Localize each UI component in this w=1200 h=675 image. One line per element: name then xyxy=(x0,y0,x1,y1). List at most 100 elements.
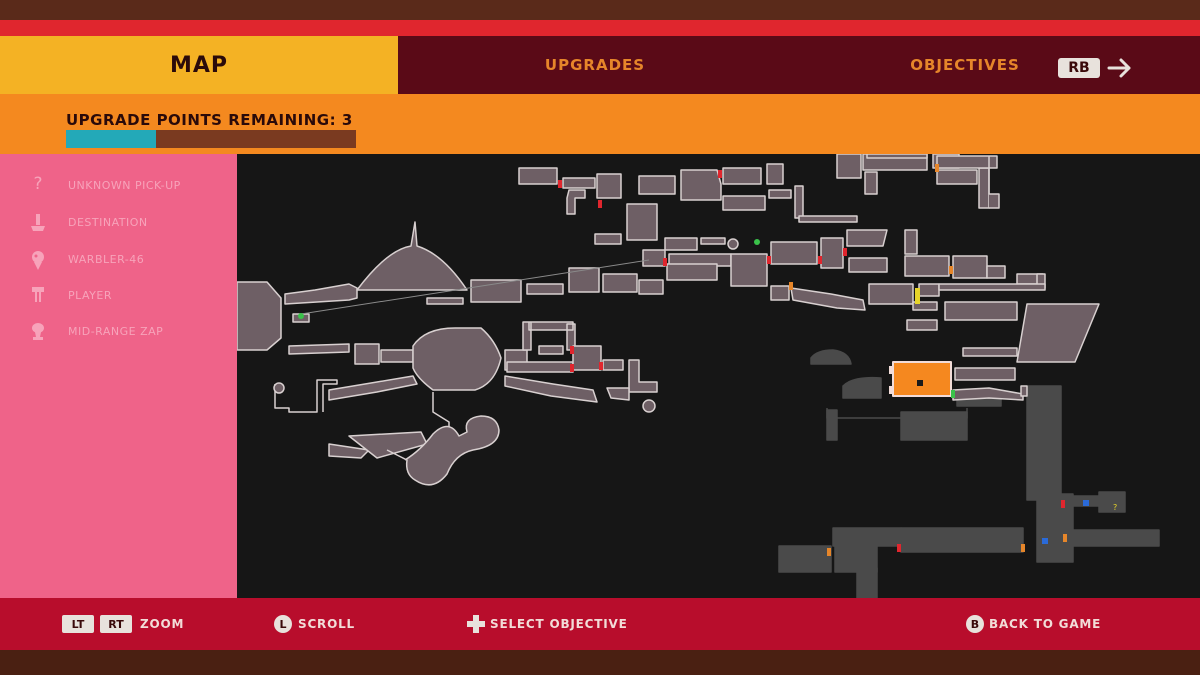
door-marker xyxy=(827,548,831,556)
b-button[interactable]: B xyxy=(966,615,984,633)
door-marker xyxy=(818,256,822,264)
bottom-hint-bar: LT RT ZOOM L SCROLL SELECT OBJECTIVE B B… xyxy=(0,598,1200,650)
door-marker xyxy=(789,282,793,290)
map-room xyxy=(666,263,718,281)
map-corridor xyxy=(504,375,598,403)
legend-item-unknown-pickup: ? UNKNOWN PICK-UP xyxy=(0,174,237,198)
door-markers xyxy=(558,164,1067,556)
map-room xyxy=(770,285,790,301)
map-room xyxy=(846,229,888,247)
tab-map[interactable]: MAP xyxy=(0,36,398,94)
map-room xyxy=(904,255,950,277)
map-room xyxy=(962,347,1018,357)
map-corridor xyxy=(328,375,418,401)
map-room xyxy=(770,241,818,265)
lt-button[interactable]: LT xyxy=(62,615,94,633)
map-room xyxy=(412,327,502,391)
map-room xyxy=(944,301,1018,321)
map-room xyxy=(1016,303,1100,363)
map-room xyxy=(842,376,882,399)
map-room xyxy=(826,409,838,441)
map-room xyxy=(722,195,766,211)
back-to-game-hint[interactable]: BACK TO GAME xyxy=(989,617,1102,631)
zoom-hint: ZOOM xyxy=(140,617,185,631)
door-marker xyxy=(889,386,893,394)
map-room xyxy=(1036,493,1074,563)
map-room xyxy=(730,253,768,287)
map-room xyxy=(936,155,998,169)
map-room xyxy=(918,283,940,297)
warbler-map-icon[interactable] xyxy=(754,239,760,245)
zap-icon xyxy=(32,323,44,340)
tab-bar: MAP UPGRADES OBJECTIVES RB xyxy=(0,36,1200,94)
tab-upgrades[interactable]: UPGRADES xyxy=(544,56,646,74)
map-room xyxy=(836,154,862,179)
map-room xyxy=(1020,385,1028,397)
map-corridor xyxy=(274,379,338,413)
map-room xyxy=(727,238,739,250)
map-room xyxy=(936,169,978,185)
map-room xyxy=(602,359,624,371)
warbler-map-icon[interactable] xyxy=(298,313,304,319)
map-room xyxy=(768,189,792,199)
map-viewport[interactable]: ? xyxy=(237,154,1200,598)
map-room xyxy=(426,297,464,305)
rb-button[interactable]: RB xyxy=(1058,58,1100,78)
legend-label: PLAYER xyxy=(68,289,112,302)
map-room xyxy=(954,367,1016,381)
door-marker xyxy=(570,364,574,372)
select-objective-hint[interactable]: SELECT OBJECTIVE xyxy=(490,617,628,631)
map-room xyxy=(848,257,888,273)
map-room xyxy=(798,215,858,223)
door-marker xyxy=(1061,500,1065,508)
map-room xyxy=(906,319,938,331)
player-map-icon[interactable] xyxy=(917,380,923,386)
map-room xyxy=(538,345,564,355)
map-room xyxy=(356,221,468,291)
map-room xyxy=(566,189,586,215)
top-strip xyxy=(0,0,1200,20)
door-marker xyxy=(1021,544,1025,552)
map-room xyxy=(778,545,832,573)
map-room xyxy=(568,267,600,293)
question-map-icon[interactable]: ? xyxy=(1113,503,1117,512)
door-marker xyxy=(951,390,955,398)
map-room xyxy=(664,237,698,251)
l-stick-button[interactable]: L xyxy=(274,615,292,633)
map-room xyxy=(978,167,990,209)
map-room xyxy=(904,229,918,255)
door-marker xyxy=(1063,534,1067,542)
legend-item-player: PLAYER xyxy=(0,284,237,308)
map-room xyxy=(518,167,558,185)
legend-label: DESTINATION xyxy=(68,216,148,229)
map-legend: ? UNKNOWN PICK-UP DESTINATION WARBLER-46… xyxy=(0,154,237,598)
map-room-current xyxy=(892,361,952,397)
map-room xyxy=(794,185,804,219)
map-room xyxy=(856,567,878,598)
map-room xyxy=(700,237,726,245)
map-room xyxy=(642,399,656,413)
map-room xyxy=(810,349,852,365)
door-marker xyxy=(558,180,562,188)
map-corridor xyxy=(790,287,866,311)
map-corridor xyxy=(526,283,564,295)
door-marker xyxy=(598,200,602,208)
map-room xyxy=(900,411,968,441)
map-corridor xyxy=(288,343,350,355)
objective-map-icon[interactable] xyxy=(1083,500,1089,506)
tab-objectives[interactable]: OBJECTIVES xyxy=(910,56,1020,74)
map-room xyxy=(626,203,658,241)
map-room xyxy=(380,349,414,363)
legend-label: MID-RANGE ZAP xyxy=(68,325,164,338)
bottom-strip xyxy=(0,650,1200,675)
map-room xyxy=(602,273,638,293)
door-marker xyxy=(663,258,667,266)
level-map[interactable]: ? xyxy=(237,154,1200,598)
map-room xyxy=(506,361,574,373)
map-room xyxy=(596,173,622,199)
map-corridor xyxy=(938,283,1046,291)
rt-button[interactable]: RT xyxy=(100,615,132,633)
destination-map-icon[interactable] xyxy=(1042,538,1048,544)
door-marker xyxy=(767,256,771,264)
warbler-icon xyxy=(32,251,44,270)
